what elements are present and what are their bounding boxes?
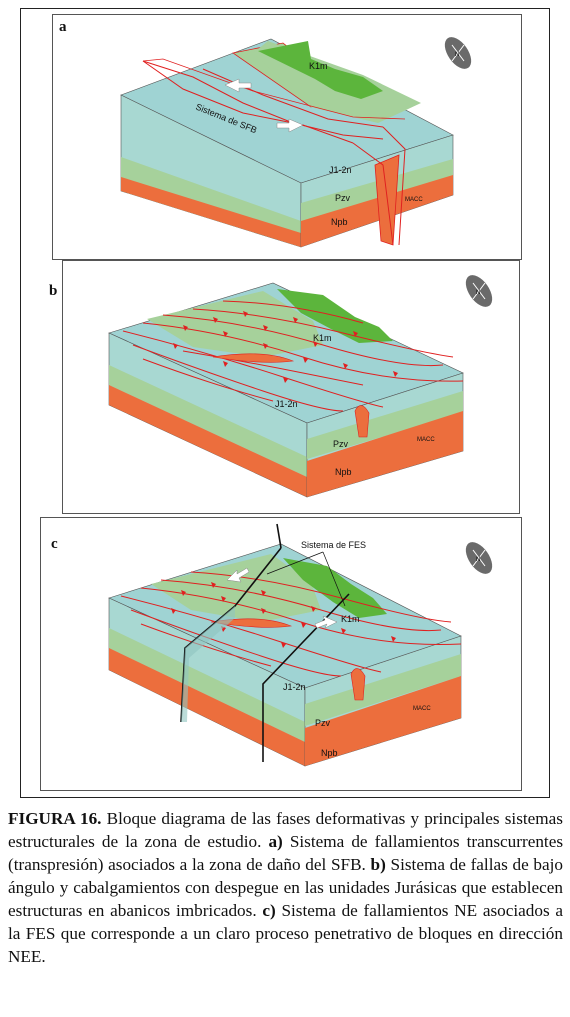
pzv-label: Pzv bbox=[333, 439, 349, 449]
compass-icon: N bbox=[444, 37, 472, 69]
j12n-label: J1-2n bbox=[275, 399, 298, 409]
k1m-label: K1m bbox=[341, 614, 360, 624]
npb-label: Npb bbox=[321, 748, 338, 758]
right-green-layer bbox=[305, 654, 461, 726]
right-orange-layer bbox=[301, 175, 453, 247]
compass-n-letter: N bbox=[455, 52, 459, 58]
fes-leader-line bbox=[322, 551, 346, 607]
right-orange-layer bbox=[305, 676, 461, 766]
orange-intrusion bbox=[350, 668, 366, 701]
fault-line bbox=[142, 60, 384, 140]
caption-label: FIGURA 16. bbox=[8, 809, 102, 828]
fes-fault-plane bbox=[181, 606, 235, 722]
compass-icon: N bbox=[465, 275, 493, 307]
thrust-teeth bbox=[173, 311, 398, 383]
k1m-label: K1m bbox=[313, 333, 332, 343]
pzv-label: Pzv bbox=[315, 718, 331, 728]
npb-label: Npb bbox=[331, 217, 348, 227]
fault-line bbox=[142, 58, 406, 120]
panel-c: c bbox=[40, 517, 522, 791]
caption-a-text: Sistema de fallamientos transcurrentes (… bbox=[8, 832, 564, 874]
arrow-up-icon bbox=[226, 567, 250, 583]
panel-a: a Sistema de SFB K1m J1-2n Pzv Npb MACC bbox=[52, 14, 522, 260]
block-diagram-a: Sistema de SFB K1m J1-2n Pzv Npb MACC N bbox=[120, 37, 472, 248]
figure-caption: FIGURA 16. Bloque diagrama de las fases … bbox=[8, 807, 563, 968]
macc-label: MACC bbox=[405, 197, 423, 203]
right-orange-layer bbox=[307, 411, 463, 497]
caption-intro: Bloque diagrama de las fases deformativa… bbox=[8, 809, 563, 851]
compass-n-letter: N bbox=[476, 557, 480, 563]
arrow-left-icon bbox=[224, 78, 252, 93]
caption-c-key: c) bbox=[262, 901, 276, 920]
front-orange-layer bbox=[109, 385, 307, 497]
j12n-label: J1-2n bbox=[329, 165, 352, 175]
caption-a-key: a) bbox=[268, 832, 283, 851]
fault-line bbox=[352, 142, 394, 246]
front-green-layer bbox=[109, 365, 307, 477]
orange-lens bbox=[212, 353, 295, 363]
panel-a-letter: a bbox=[59, 19, 67, 35]
arrow-right-icon bbox=[276, 118, 304, 133]
fes-label: Sistema de FES bbox=[301, 540, 366, 550]
front-orange-layer bbox=[109, 648, 305, 766]
right-green-layer bbox=[307, 391, 463, 459]
green-outcrop bbox=[151, 554, 321, 622]
pzv-label: Pzv bbox=[335, 193, 351, 203]
caption-b-text: Sistema de fallas de bajo ángulo y cabal… bbox=[8, 855, 563, 920]
k1m-outcrop bbox=[258, 41, 383, 99]
j12n-label: J1-2n bbox=[283, 682, 306, 692]
panel-b: b K1m J1 bbox=[49, 260, 520, 514]
front-orange-layer bbox=[121, 177, 301, 247]
orange-intrusion bbox=[354, 405, 370, 438]
thrust-teeth bbox=[171, 582, 396, 648]
front-green-layer bbox=[109, 628, 305, 742]
macc-label: MACC bbox=[413, 706, 431, 712]
compass-n-letter: N bbox=[476, 290, 480, 296]
panel-b-letter: b bbox=[49, 283, 58, 299]
block-diagram-c: Sistema de FES K1m J1-2n Pzv Npb MACC N bbox=[108, 523, 493, 767]
k1m-label: K1m bbox=[309, 61, 328, 71]
macc-label: MACC bbox=[417, 437, 435, 443]
caption-b-key: b) bbox=[370, 855, 386, 874]
caption-c-text: Sistema de fallamientos NE asociados a l… bbox=[8, 901, 563, 966]
fault-line bbox=[382, 126, 406, 246]
fes-leader-line bbox=[266, 551, 324, 575]
fault-line bbox=[142, 60, 354, 144]
panel-c-letter: c bbox=[51, 536, 58, 552]
npb-label: Npb bbox=[335, 467, 352, 477]
arrow-down-icon bbox=[314, 615, 338, 629]
block-diagram-b: K1m J1-2n Pzv Npb MACC N bbox=[108, 275, 493, 498]
compass-icon: N bbox=[465, 542, 493, 574]
